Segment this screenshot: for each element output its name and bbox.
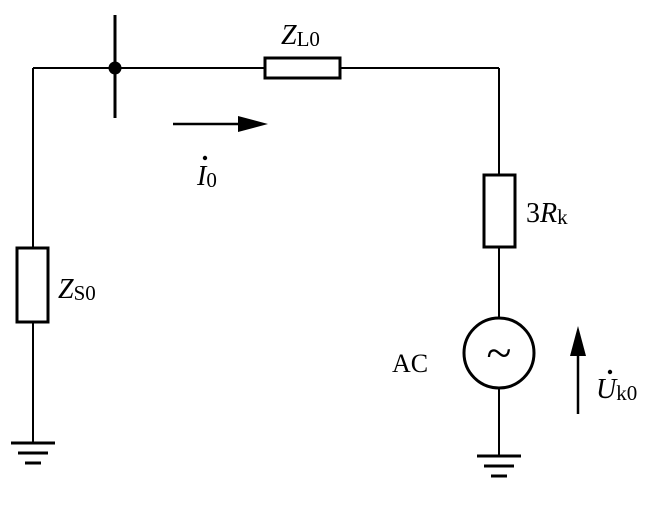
label-line-impedance: ZL0 <box>281 20 320 51</box>
label-current: I0 <box>196 155 217 192</box>
ground-left <box>11 441 55 465</box>
ac-source-symbol: ~ <box>487 327 512 378</box>
ground-right <box>477 454 521 478</box>
ac-source: ~ <box>462 316 536 390</box>
label-ac: AC <box>392 349 428 378</box>
line-impedance-resistor <box>263 56 342 80</box>
junction-dot <box>108 61 122 75</box>
bus-node <box>108 15 122 118</box>
svg-text:Uk0: Uk0 <box>596 374 637 405</box>
ac-source-circle <box>462 316 536 390</box>
fault-resistor <box>482 173 517 249</box>
current-dot <box>202 155 208 161</box>
label-source-impedance: ZS0 <box>58 274 96 305</box>
voltage-dot <box>607 369 613 375</box>
wires <box>32 67 500 455</box>
svg-text:I0: I0 <box>196 161 217 192</box>
current-arrow <box>173 116 268 132</box>
source-impedance-resistor <box>15 246 50 324</box>
label-fault-resistance: 3Rk <box>526 198 568 229</box>
label-voltage: Uk0 <box>596 369 637 405</box>
voltage-arrow <box>570 326 586 414</box>
